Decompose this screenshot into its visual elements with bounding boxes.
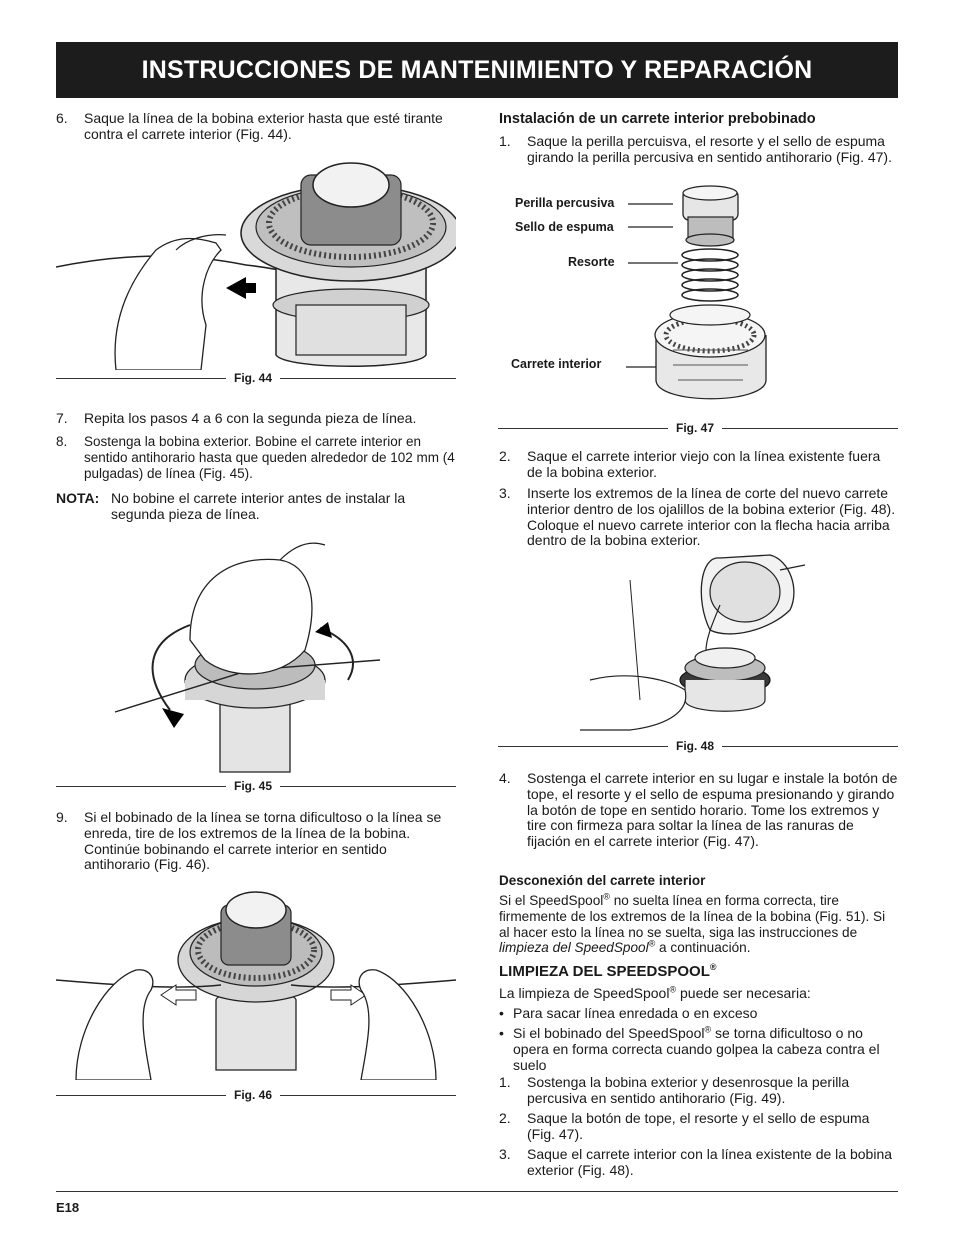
fig46-caption: Fig. 46 [56,1088,456,1102]
clean-step-3: 3. Saque el carrete interior con la líne… [499,1146,893,1178]
label-sello: Sello de espuma [515,220,614,234]
label-carrete: Carrete interior [511,357,602,371]
clean-step-2: 2. Saque la botón de tope, el resorte y … [499,1110,870,1142]
fig47-caption: Fig. 47 [498,421,898,435]
nota-label: NOTA: [56,490,100,506]
heading-desconexion: Desconexión del carrete interior [499,873,706,888]
footer-divider [56,1191,898,1192]
page-header: INSTRUCCIONES DE MANTENIMIENTO Y REPARAC… [56,42,898,98]
fig46-illustration [56,891,456,1080]
fig45-illustration [114,542,381,773]
bullet-2: • Si el bobinado del SpeedSpool® se torn… [499,1024,880,1073]
limpieza-intro: La limpieza de SpeedSpool® puede ser nec… [499,984,811,1001]
clean-step-1: 1. Sostenga la bobina exterior y desenro… [499,1074,850,1106]
desconexion-text: Si el SpeedSpool® no suelta línea en for… [499,891,886,956]
heading-prebobinado: Instalación de un carrete interior prebo… [499,111,816,127]
label-resorte: Resorte [568,255,615,269]
page-title: INSTRUCCIONES DE MANTENIMIENTO Y REPARAC… [141,55,813,84]
fig45-caption: Fig. 45 [56,779,456,793]
right-step-3: 3. Inserte los extremos de la línea de c… [499,485,896,549]
step-8: 8. Sostenga la bobina exterior. Bobine e… [56,434,455,481]
page-number: E18 [56,1200,80,1215]
bullet-1: • Para sacar línea enredada o en exceso [499,1005,758,1021]
fig48-caption: Fig. 48 [498,739,898,753]
label-perilla: Perilla percusiva [515,196,615,210]
right-step-1: 1. Saque la perilla percuisva, el resort… [499,133,892,165]
fig44-caption: Fig. 44 [56,371,456,385]
step-9: 9. Si el bobinado de la línea se torna d… [56,809,442,873]
heading-limpieza: LIMPIEZA DEL SPEEDSPOOL® [499,962,717,981]
fig48-illustration [580,554,806,731]
step-7: 7. Repita los pasos 4 a 6 con la segunda… [56,410,417,426]
right-step-4: 4. Sostenga el carrete interior en su lu… [499,770,898,850]
nota: NOTA: No bobine el carrete interior ante… [56,490,406,522]
step-6: 6. Saque la línea de la bobina exterior … [56,110,443,142]
fig47-illustration [626,185,767,400]
fig44-illustration [56,162,456,370]
right-step-2: 2. Saque el carrete interior viejo con l… [499,448,881,480]
